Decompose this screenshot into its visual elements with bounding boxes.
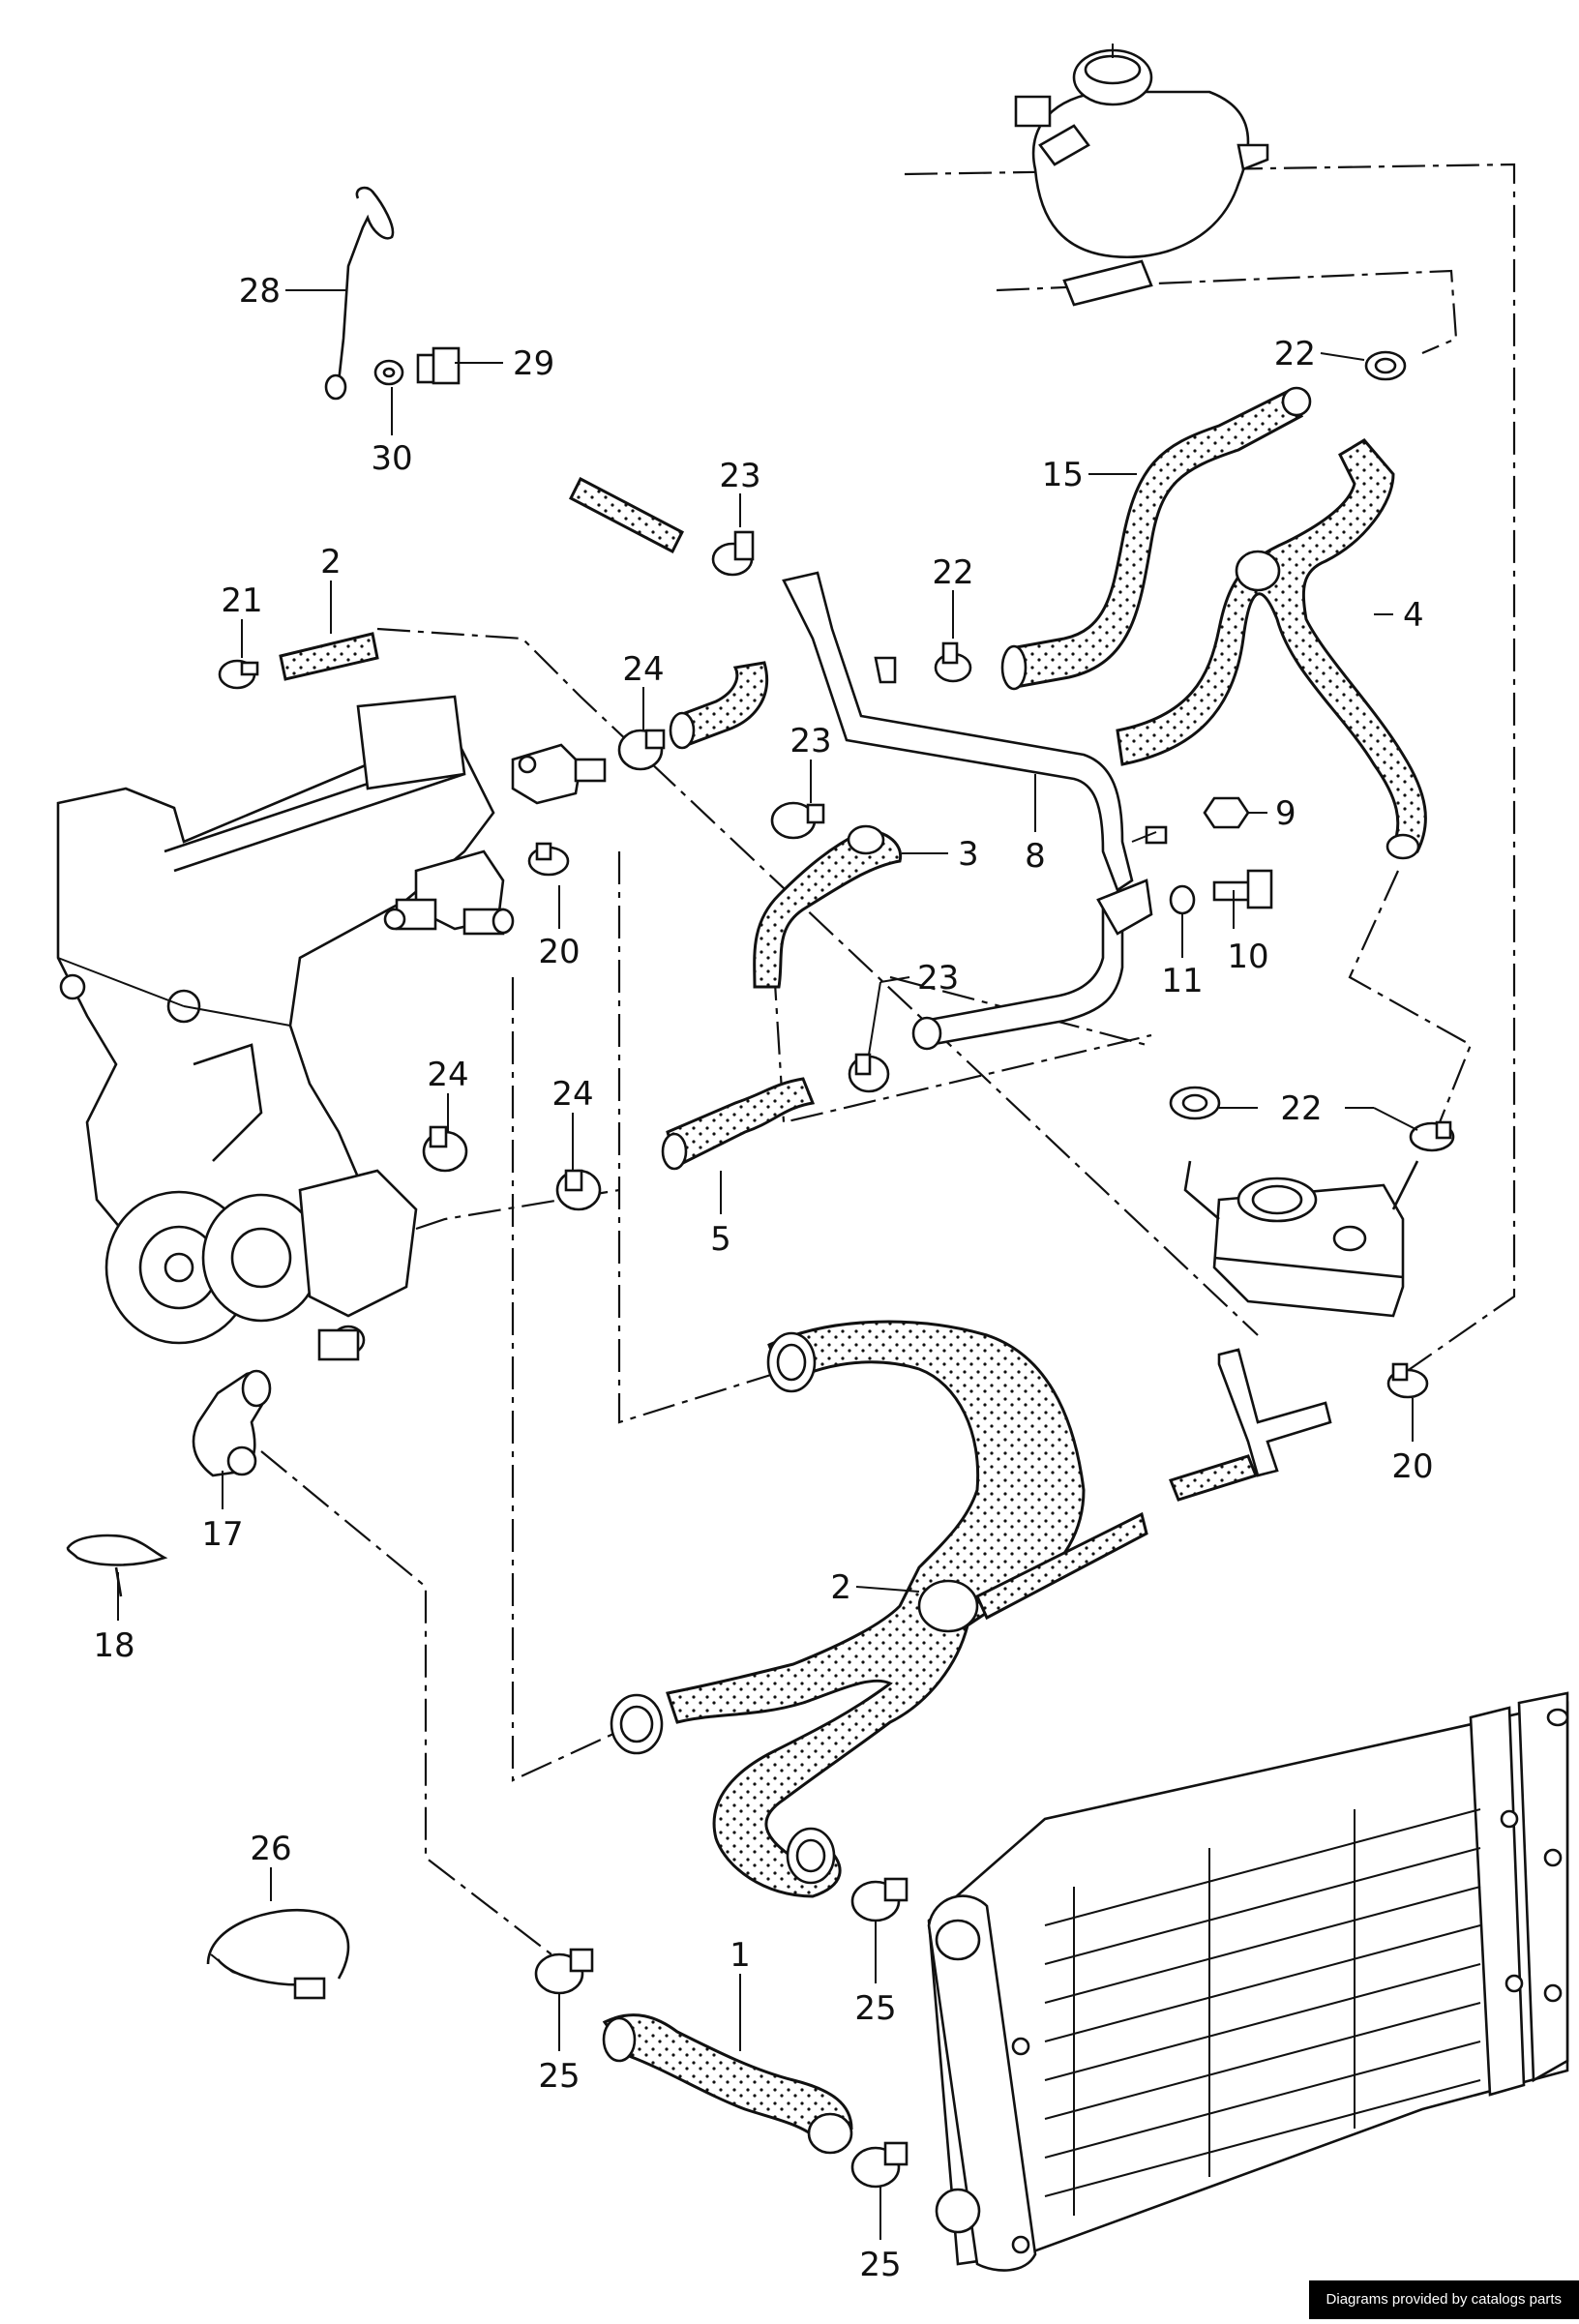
label-part-24-top: 24 — [622, 650, 664, 689]
expansion-tank — [1014, 44, 1269, 307]
label-part-21: 21 — [221, 581, 262, 620]
label-part-4: 4 — [1403, 596, 1424, 635]
diagram-credit-badge: Diagrams provided by catalogs parts — [1308, 2280, 1579, 2319]
clamp-20-right — [1386, 1362, 1429, 1399]
clamp-22-cooler-right — [1409, 1120, 1455, 1152]
label-part-17: 17 — [201, 1515, 243, 1554]
hose-3 — [753, 824, 903, 989]
hose-elbow-top — [669, 661, 769, 750]
t-piece — [1169, 1348, 1332, 1502]
label-part-23-lower: 23 — [917, 959, 959, 998]
label-part-5: 5 — [710, 1220, 731, 1259]
clamp-24-top — [617, 729, 666, 771]
nut — [1203, 796, 1250, 829]
clamp-22-top — [1364, 350, 1407, 381]
retaining-clip — [66, 1534, 168, 1597]
label-part-22-top: 22 — [1274, 335, 1316, 373]
bolt — [416, 346, 461, 385]
label-part-25-left: 25 — [538, 2057, 580, 2096]
label-part-24-mid: 24 — [551, 1075, 593, 1114]
label-part-20-right: 20 — [1391, 1447, 1433, 1486]
label-part-10: 10 — [1227, 938, 1268, 976]
washer — [373, 359, 404, 386]
label-part-25-mid: 25 — [854, 1989, 896, 2028]
label-part-24-left: 24 — [427, 1056, 468, 1094]
bolt-10 — [1212, 869, 1273, 909]
metal-pipe-8 — [782, 571, 1168, 1051]
label-part-26: 26 — [250, 1830, 291, 1868]
flange-fitting — [511, 743, 607, 805]
oil-cooler — [1183, 1160, 1419, 1318]
clamp-25-left — [534, 1948, 594, 1995]
water-pump — [104, 1169, 418, 1356]
hose-1 — [602, 2013, 853, 2155]
label-part-9: 9 — [1275, 794, 1296, 833]
bracket-wire — [324, 186, 395, 401]
label-part-22-cooler: 22 — [1280, 1089, 1322, 1128]
hose-17 — [192, 1328, 360, 1477]
label-part-1: 1 — [730, 1936, 751, 1975]
clamp-24-left — [422, 1125, 468, 1173]
clamp-25-bottom — [850, 2141, 909, 2189]
label-part-8: 8 — [1025, 837, 1046, 876]
label-part-2-large: 2 — [830, 1568, 851, 1607]
thermostat-housing — [383, 849, 515, 936]
clamp-24-mid — [555, 1169, 602, 1211]
clamp-20-left — [527, 842, 570, 877]
label-part-23-top: 23 — [719, 457, 760, 495]
hose-5 — [661, 1077, 816, 1171]
part-labels: 28 29 30 23 15 22 22 21 2 4 24 23 3 8 9 … — [93, 272, 1433, 2284]
radiator — [927, 1691, 1569, 2272]
clamp-21 — [218, 659, 259, 690]
label-part-29: 29 — [513, 344, 554, 383]
hose-15 — [1000, 386, 1312, 691]
clamp-23-lower — [848, 1053, 890, 1093]
label-part-28: 28 — [239, 272, 281, 311]
clamp-23-mid — [770, 801, 825, 840]
clamp-25-mid — [850, 1877, 909, 1922]
hose-2-large — [610, 1320, 1148, 1898]
clamp-22-mid — [934, 641, 972, 683]
label-part-20-left: 20 — [538, 933, 580, 971]
hose-2-small — [279, 632, 379, 681]
label-part-23-mid: 23 — [790, 722, 831, 760]
label-part-22-mid: 22 — [932, 553, 973, 592]
label-part-30: 30 — [371, 439, 412, 478]
clamp-22-cooler-left — [1169, 1086, 1221, 1120]
label-part-2-small: 2 — [320, 543, 342, 581]
label-part-11: 11 — [1161, 962, 1203, 1000]
engine-block — [56, 695, 495, 1289]
label-part-18: 18 — [93, 1626, 134, 1665]
label-part-3: 3 — [958, 835, 979, 874]
clamp-23-top — [711, 530, 755, 577]
label-part-15: 15 — [1042, 456, 1084, 494]
hose-4 — [1116, 438, 1427, 860]
leader-lines — [117, 289, 1418, 2240]
band-clamp — [206, 1908, 350, 2000]
hose-short-top — [569, 476, 684, 554]
washer-11 — [1169, 884, 1196, 915]
label-part-25-bottom: 25 — [859, 2246, 901, 2284]
